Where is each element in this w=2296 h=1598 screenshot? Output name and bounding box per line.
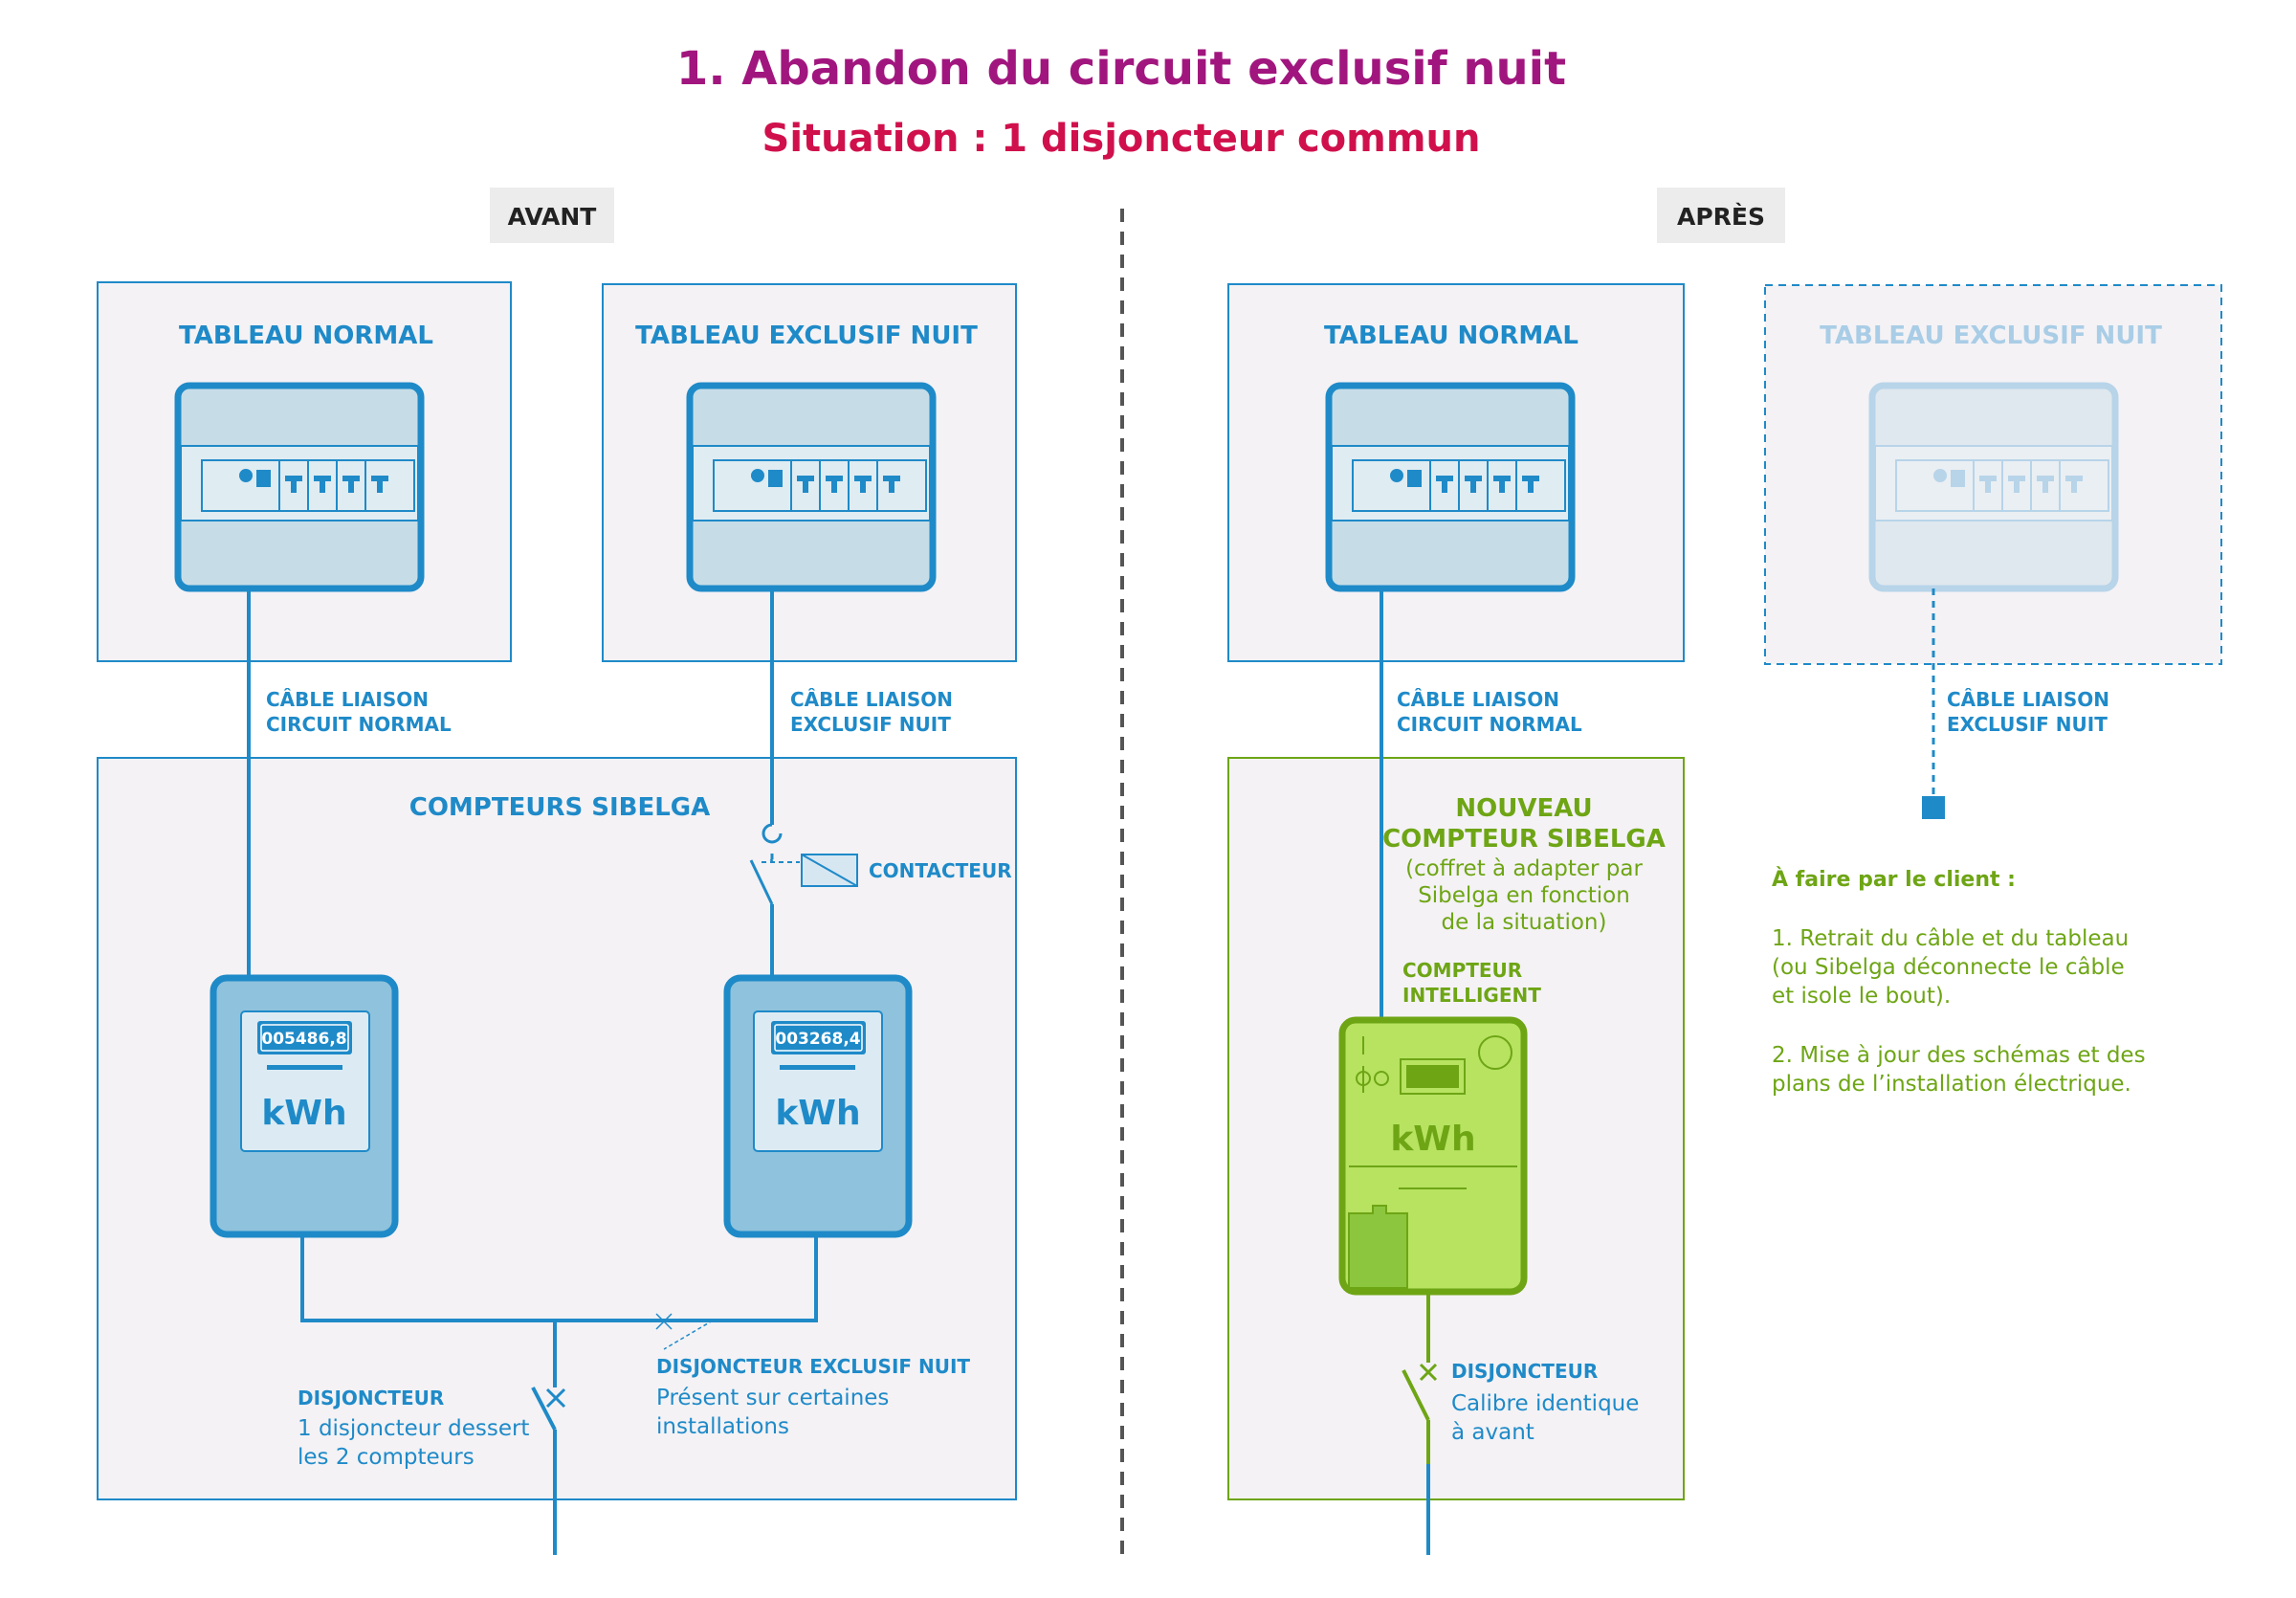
meter1-reading: 005486,8 — [261, 1030, 346, 1049]
smart-meter: kWh — [1338, 1016, 1528, 1296]
apres-tableau-nuit-label: TABLEAU EXCLUSIF NUIT — [1820, 322, 2162, 350]
svg-text:INTELLIGENT: INTELLIGENT — [1402, 984, 1541, 1007]
svg-text:NOUVEAU: NOUVEAU — [1455, 794, 1592, 823]
avant-disjoncteur-label: DISJONCTEUR 1 disjoncteur dessert les 2 … — [298, 1387, 529, 1470]
svg-text:CÂBLE LIAISON: CÂBLE LIAISON — [790, 688, 953, 711]
svg-text:AVANT: AVANT — [508, 203, 597, 231]
nouveau-compteur-desc: (coffret à adapter par Sibelga en foncti… — [1405, 856, 1643, 935]
svg-text:les 2 compteurs: les 2 compteurs — [298, 1445, 475, 1470]
avant-meter-1: 005486,8 kWh — [210, 974, 399, 1238]
svg-text:1. Retrait du câble et du tabl: 1. Retrait du câble et du tableau — [1772, 926, 2129, 951]
avant-tableau-nuit-label: TABLEAU EXCLUSIF NUIT — [635, 322, 978, 350]
compteur-intelligent-label: COMPTEUR INTELLIGENT — [1402, 959, 1541, 1007]
svg-text:DISJONCTEUR: DISJONCTEUR — [1451, 1360, 1598, 1383]
svg-text:1 disjoncteur dessert: 1 disjoncteur dessert — [298, 1416, 529, 1441]
disj-excl-nuit-symbol — [655, 1313, 714, 1350]
svg-text:CIRCUIT NORMAL: CIRCUIT NORMAL — [266, 713, 452, 736]
avant-tableau-normal-box — [174, 382, 425, 592]
svg-text:Sibelga en fonction: Sibelga en fonction — [1418, 883, 1630, 908]
svg-text:CÂBLE LIAISON: CÂBLE LIAISON — [1397, 688, 1559, 711]
svg-text:APRÈS: APRÈS — [1677, 203, 1765, 231]
svg-text:plans de l’installation électr: plans de l’installation électrique. — [1772, 1072, 2131, 1097]
apres-tableau-nuit-panel — [1764, 284, 2222, 665]
svg-text:EXCLUSIF NUIT: EXCLUSIF NUIT — [1947, 713, 2108, 736]
cable-end-marker — [1922, 796, 1945, 819]
disj-excl-nuit-label: DISJONCTEUR EXCLUSIF NUIT Présent sur ce… — [656, 1355, 970, 1439]
client-notes: À faire par le client : 1. Retrait du câ… — [1772, 867, 2146, 1097]
meter2-unit: kWh — [775, 1094, 860, 1133]
apres-label: APRÈS — [1657, 188, 1785, 243]
svg-text:à avant: à avant — [1451, 1420, 1534, 1445]
avant-compteurs-title: COMPTEURS SIBELGA — [409, 793, 711, 822]
apres-cable-normal-label: CÂBLE LIAISON CIRCUIT NORMAL — [1397, 688, 1582, 736]
svg-text:COMPTEUR SIBELGA: COMPTEUR SIBELGA — [1382, 825, 1666, 854]
svg-text:(coffret à adapter par: (coffret à adapter par — [1405, 856, 1643, 881]
contacteur-label: CONTACTEUR — [869, 859, 1012, 882]
main-title: 1. Abandon du circuit exclusif nuit — [676, 42, 1566, 96]
avant-tableau-normal-label: TABLEAU NORMAL — [179, 322, 433, 350]
apres-disjoncteur-label: DISJONCTEUR Calibre identique à avant — [1451, 1360, 1639, 1445]
apres-tableau-nuit-box — [1868, 382, 2119, 592]
avant-cable-normal-label: CÂBLE LIAISON CIRCUIT NORMAL — [266, 688, 452, 736]
svg-text:de la situation): de la situation) — [1442, 910, 1607, 935]
avant-tableau-nuit-box — [686, 382, 937, 592]
svg-text:Calibre identique: Calibre identique — [1451, 1391, 1639, 1416]
svg-text:installations: installations — [656, 1414, 789, 1439]
svg-text:COMPTEUR: COMPTEUR — [1402, 959, 1522, 982]
apres-tableau-normal-box — [1325, 382, 1576, 592]
avant-cable-nuit-label: CÂBLE LIAISON EXCLUSIF NUIT — [790, 688, 953, 736]
svg-text:et isole le bout).: et isole le bout). — [1772, 984, 1951, 1009]
svg-text:EXCLUSIF NUIT: EXCLUSIF NUIT — [790, 713, 951, 736]
avant-bottom-wiring — [300, 1234, 818, 1555]
nouveau-compteur-title: NOUVEAU COMPTEUR SIBELGA — [1382, 794, 1666, 854]
client-notes-title: À faire par le client : — [1772, 867, 2016, 892]
smart-meter-unit: kWh — [1390, 1120, 1475, 1159]
svg-text:Présent sur certaines: Présent sur certaines — [656, 1386, 889, 1410]
svg-text:CIRCUIT NORMAL: CIRCUIT NORMAL — [1397, 713, 1582, 736]
svg-text:CÂBLE LIAISON: CÂBLE LIAISON — [266, 688, 429, 711]
meter1-unit: kWh — [261, 1094, 346, 1133]
contacteur-symbol — [749, 823, 858, 978]
svg-text:DISJONCTEUR: DISJONCTEUR — [298, 1387, 444, 1409]
svg-text:CÂBLE LIAISON: CÂBLE LIAISON — [1947, 688, 2109, 711]
avant-label: AVANT — [490, 188, 614, 243]
apres-cable-nuit-label: CÂBLE LIAISON EXCLUSIF NUIT — [1947, 688, 2109, 736]
apres-tableau-normal-label: TABLEAU NORMAL — [1324, 322, 1578, 350]
sub-title: Situation : 1 disjoncteur commun — [762, 117, 1481, 161]
avant-meter-2: 003268,4 kWh — [723, 974, 913, 1238]
svg-text:2. Mise à jour des schémas et: 2. Mise à jour des schémas et des — [1772, 1043, 2146, 1068]
meter2-reading: 003268,4 — [775, 1030, 860, 1049]
svg-text:DISJONCTEUR EXCLUSIF NUIT: DISJONCTEUR EXCLUSIF NUIT — [656, 1355, 970, 1378]
apres-bottom-wiring — [1402, 1292, 1438, 1555]
svg-text:(ou Sibelga déconnecte le câbl: (ou Sibelga déconnecte le câble — [1772, 955, 2125, 980]
